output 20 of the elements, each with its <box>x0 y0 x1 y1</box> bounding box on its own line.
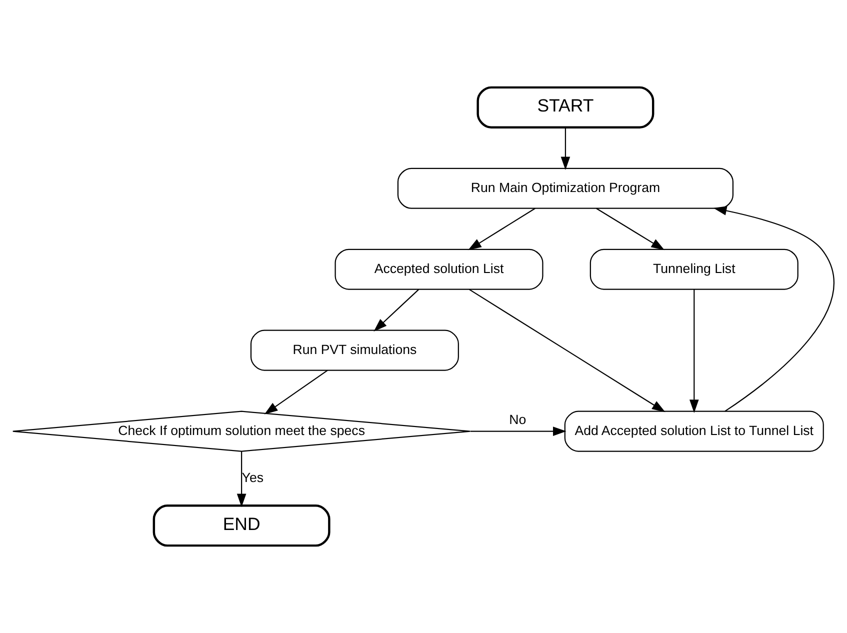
arrow <box>470 426 566 436</box>
arrow <box>264 370 328 414</box>
arrow <box>560 128 570 170</box>
node-box: Run PVT simulations <box>250 330 459 371</box>
arrow <box>468 208 536 250</box>
node-box: Run Main Optimization Program <box>397 168 734 209</box>
arrow <box>689 289 699 413</box>
edge-label: No <box>509 412 526 428</box>
arrow <box>374 289 419 332</box>
arrow <box>713 206 834 412</box>
arrow <box>596 208 665 250</box>
arrow <box>468 288 666 412</box>
arrow <box>236 452 246 508</box>
node-box: START <box>476 86 654 128</box>
node-diamond: Check If optimum solution meet the specs <box>12 410 471 452</box>
edge-label: Yes <box>242 470 264 485</box>
node-box: Add Accepted solution List to Tunnel List <box>564 410 824 452</box>
node-box: Accepted solution List <box>334 248 544 290</box>
node-box: END <box>152 504 330 547</box>
node-box: Tunneling List <box>590 248 798 290</box>
